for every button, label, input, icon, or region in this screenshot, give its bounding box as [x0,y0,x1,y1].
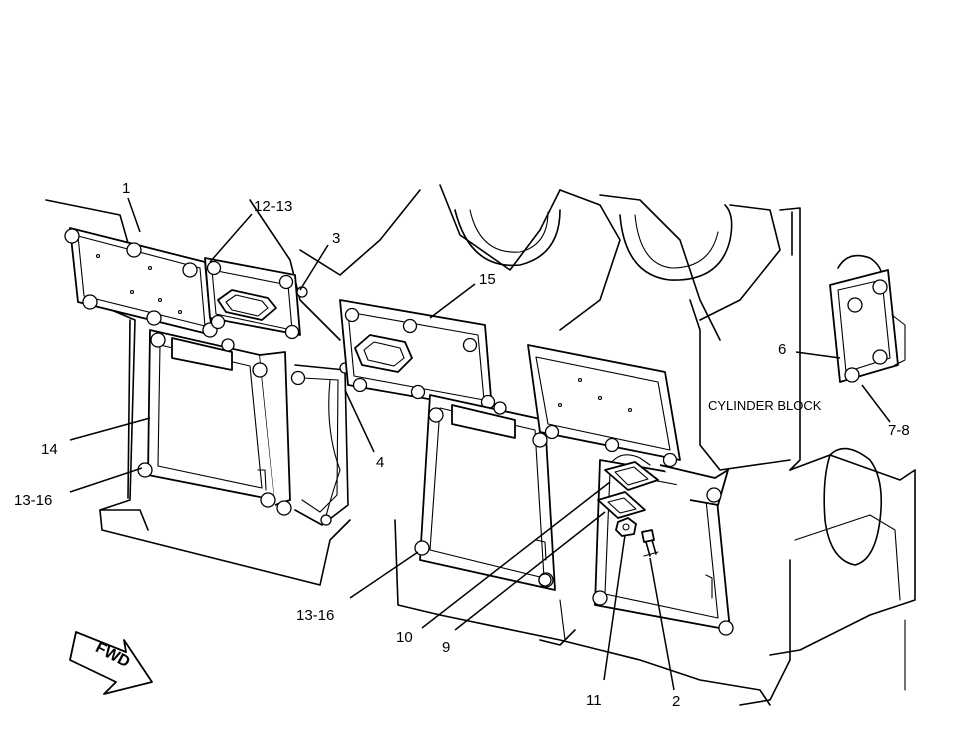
nut-11 [615,517,637,537]
cover-plate-6 [829,254,906,383]
callout-3: 3 [332,230,340,247]
bolts-cover-1 [64,228,218,338]
gasket-4 [290,362,351,526]
cylinder-block-label: CYLINDER BLOCK [708,398,822,413]
callout-10: 10 [396,629,413,646]
cover-plate-1 [69,227,213,336]
callout-labels: 1 12-13 3 15 6 7-8 14 13-16 4 13-16 10 9… [14,180,910,710]
callout-15: 15 [479,271,496,288]
callout-12-13: 12-13 [254,198,292,215]
bolt-2 [641,529,659,557]
cylinder-block-outline [45,184,916,706]
callout-2: 2 [672,693,680,710]
callout-14: 14 [41,441,58,458]
elbow-plate [204,257,308,340]
gasket-9 [597,491,646,519]
callout-7-8: 7-8 [888,422,910,439]
fwd-arrow-icon: FWD [69,631,153,695]
side-cover-14 [137,329,292,516]
cover-plate-right [527,344,681,468]
cover-plate-15 [339,299,496,411]
callout-13-16-center: 13-16 [296,607,334,624]
callout-6: 6 [778,341,786,358]
callout-11: 11 [586,692,602,709]
callout-4: 4 [376,454,384,471]
fitting-10 [604,454,659,491]
callout-9: 9 [442,639,450,656]
leader-lines [69,197,891,691]
callout-13-16-left: 13-16 [14,492,52,509]
side-cover-center [414,394,556,591]
callout-1: 1 [122,180,130,197]
